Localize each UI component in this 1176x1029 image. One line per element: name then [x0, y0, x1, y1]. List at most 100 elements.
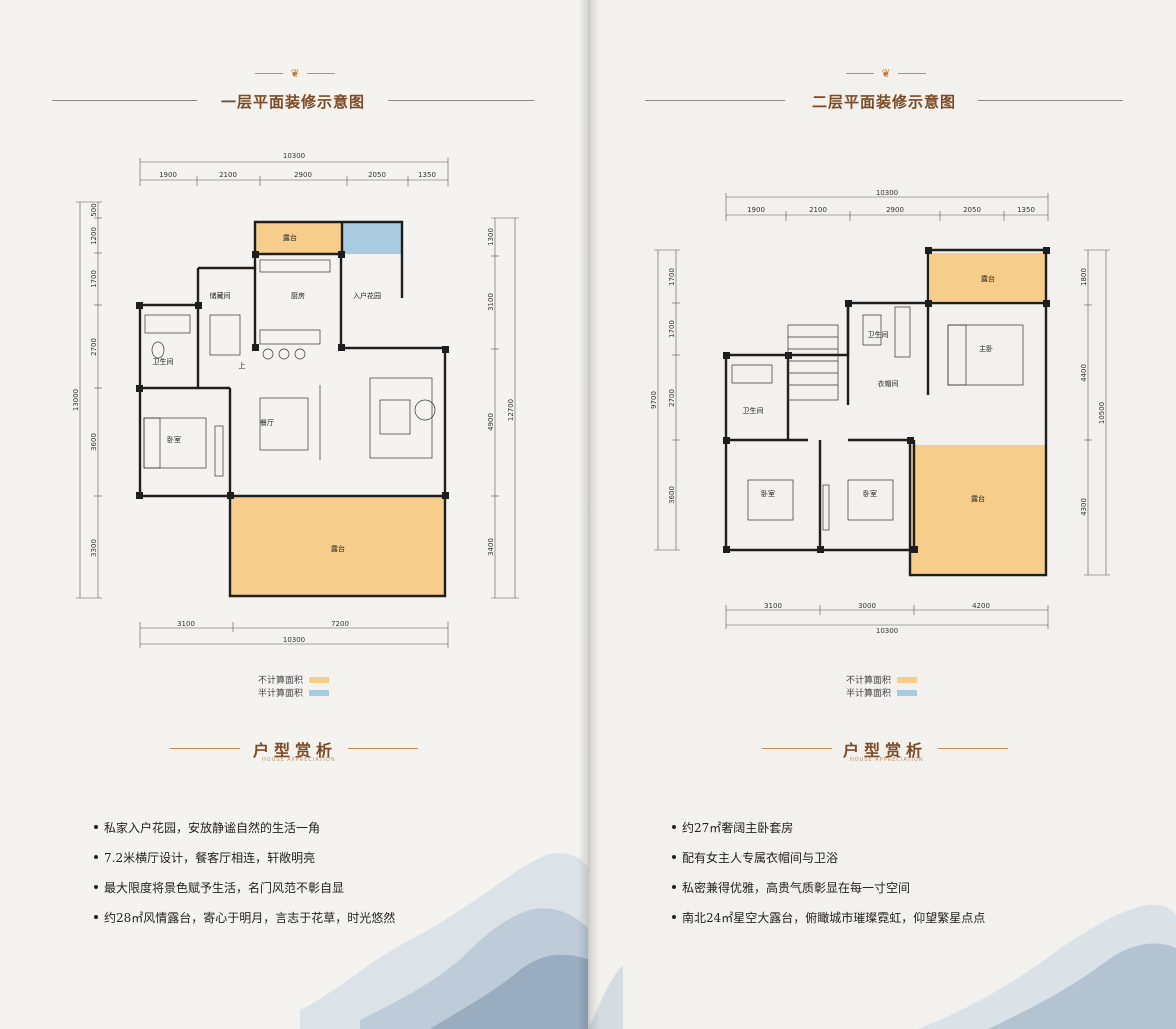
bullet-dot [94, 825, 98, 829]
legend: 不计算面积 半计算面积 [846, 673, 918, 699]
bullet-dot [672, 915, 676, 919]
entry-garden-blue-fill [342, 222, 402, 254]
room-dining: 餐厅 [260, 418, 274, 427]
book-spine-shadow [578, 0, 600, 1029]
dim-right-4: 3400 [487, 538, 495, 556]
room-bed2: 卧室 [863, 489, 877, 498]
dim-top-3: 2900 [294, 171, 312, 179]
title-rule-right [978, 100, 1123, 101]
section-rule-right [938, 748, 1008, 749]
dim-bottom-3: 4200 [972, 602, 990, 610]
title-rule-right [388, 100, 534, 101]
title-rule-left [645, 100, 785, 101]
section-subtitle: HOUSE APPRECIATION [850, 757, 924, 763]
dim-bottom-total: 10300 [876, 627, 898, 635]
feature-item: 私密兼得优雅，高贵气质彰显在每一寸空间 [672, 872, 985, 902]
room-terrace-bottom: 露台 [331, 544, 345, 553]
room-bath1: 卫生间 [868, 330, 889, 339]
dim-right-total: 12700 [507, 399, 515, 421]
dim-left-4: 2700 [90, 338, 98, 356]
room-stair: 储藏间 [210, 291, 231, 300]
dim-top-5: 1350 [418, 171, 436, 179]
room-bed1: 卧室 [761, 489, 775, 498]
dim-top-4: 2050 [368, 171, 386, 179]
room-bedroom: 卧室 [167, 435, 181, 444]
legend-not-counted-label: 不计算面积 [258, 676, 304, 686]
dim-left-5: 3600 [90, 433, 98, 451]
mountain-illustration [588, 904, 1176, 1029]
section-subtitle: HOUSE APPRECIATION [262, 757, 336, 763]
section-rule-right [348, 748, 418, 749]
feature-item: 7.2米横厅设计，餐客厅相连，轩敞明亮 [94, 842, 395, 872]
feature-item: 约28㎡风情露台，寄心于明月，言志于花草，时光悠然 [94, 902, 395, 932]
dim-right-2: 4400 [1080, 364, 1088, 382]
legend: 不计算面积 半计算面积 [258, 673, 330, 699]
dim-top-total: 10300 [876, 189, 898, 197]
room-closet: 衣帽间 [878, 379, 899, 388]
dim-left-total: 9700 [650, 391, 658, 409]
bullet-dot [672, 855, 676, 859]
dim-bottom-1: 3100 [177, 620, 195, 628]
dim-left-2: 1200 [90, 227, 98, 245]
dim-left-total: 13000 [72, 389, 80, 411]
ornament: ❦ [255, 67, 335, 80]
page-title: 二层平面装修示意图 [812, 93, 957, 111]
dim-top-2: 2100 [809, 206, 827, 214]
terrace-big-fill [910, 445, 1046, 573]
dim-top-1: 1900 [159, 171, 177, 179]
bullet-dot [672, 885, 676, 889]
stair-up: 上 [239, 361, 246, 370]
right-page: ❦ 二层平面装修示意图 10300 1900 2100 2900 2050 [588, 0, 1176, 1029]
room-entry-garden: 入户花园 [353, 291, 381, 300]
bullet-dot [94, 885, 98, 889]
section-rule-left [762, 748, 832, 749]
section-rule-left [170, 748, 240, 749]
room-master: 主卧 [979, 344, 993, 353]
legend-not-counted-swatch [897, 676, 918, 683]
legend-half-counted-swatch [897, 689, 918, 696]
dim-right-total: 10500 [1098, 402, 1106, 424]
dim-top-total: 10300 [283, 152, 305, 160]
terrace-top-fill [255, 222, 341, 254]
feature-item: 最大限度将景色赋予生活，名门风范不彰自显 [94, 872, 395, 902]
section-title: 户型赏析 [253, 741, 338, 760]
bullet-dot [94, 855, 98, 859]
dim-top-5: 1350 [1017, 206, 1035, 214]
legend-half-counted-swatch [309, 689, 330, 696]
feature-item: 南北24㎡星空大露台，俯瞰城市璀璨霓虹，仰望繁星点点 [672, 902, 985, 932]
room-bathroom: 卫生间 [153, 357, 174, 366]
terrace-top-fill [930, 253, 1045, 301]
dim-bottom-2: 7200 [331, 620, 349, 628]
mountain-illustration [300, 853, 588, 1029]
legend-half-counted-label: 半计算面积 [258, 689, 304, 699]
dim-left-2: 1700 [668, 320, 676, 338]
feature-item: 配有女主人专属衣帽间与卫浴 [672, 842, 985, 872]
bullet-dot [672, 825, 676, 829]
dim-left-1: 1700 [668, 268, 676, 286]
room-terrace-top: 露台 [283, 233, 297, 242]
feature-item: 私家入户花园，安放静谧自然的生活一角 [94, 812, 395, 842]
dim-bottom-2: 3000 [858, 602, 876, 610]
floor-plan-2: 10300 1900 2100 2900 2050 1350 3100 3000… [650, 189, 1110, 635]
feature-list: 约27㎡奢阔主卧套房 配有女主人专属衣帽间与卫浴 私密兼得优雅，高贵气质彰显在每… [672, 812, 985, 932]
page-title: 一层平面装修示意图 [221, 93, 366, 111]
dim-top-4: 2050 [963, 206, 981, 214]
floor-plan-1: 10300 1900 2100 2900 2050 1350 3100 7200… [72, 152, 519, 648]
dim-left-4: 3600 [668, 486, 676, 504]
legend-not-counted-swatch [309, 676, 330, 683]
dim-left-3: 1700 [90, 270, 98, 288]
dim-right-1: 1300 [487, 228, 495, 246]
room-bath2: 卫生间 [743, 406, 764, 415]
room-terrace-big: 露台 [971, 494, 985, 503]
dim-right-3: 4300 [1080, 498, 1088, 516]
dim-right-1: 1800 [1080, 268, 1088, 286]
section-title: 户型赏析 [843, 741, 928, 760]
left-page: ❦ 一层平面装修示意图 [52, 67, 588, 1029]
title-rule-left [52, 100, 197, 101]
legend-not-counted-label: 不计算面积 [846, 676, 892, 686]
dim-bottom-1: 3100 [764, 602, 782, 610]
ornament: ❦ [846, 67, 926, 80]
terrace-bottom-fill [230, 496, 445, 596]
dim-right-3: 4900 [487, 413, 495, 431]
room-terrace-top: 露台 [981, 274, 995, 283]
